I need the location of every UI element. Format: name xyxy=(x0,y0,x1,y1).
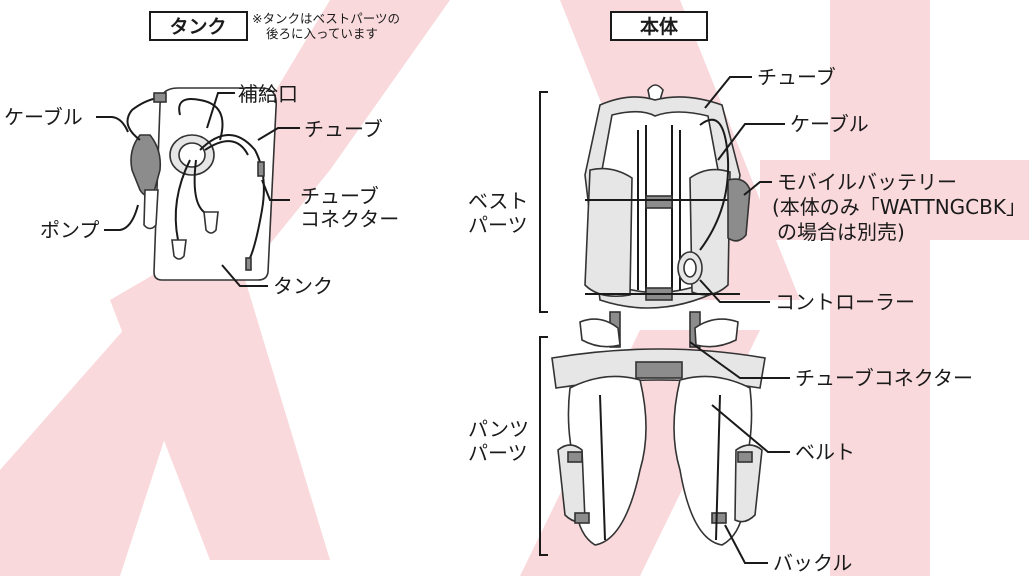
label-belt: ベルト xyxy=(795,440,855,464)
label-tank-tube: チューブ xyxy=(304,117,383,141)
label-battery-line2: (本体のみ「WATTNGCBK」 xyxy=(772,195,1026,219)
label-body-tube-connector: チューブコネクター xyxy=(795,366,973,390)
tank-note-line1: ※タンクはベストパーツの xyxy=(252,11,400,26)
body-title: 本体 xyxy=(640,15,679,38)
vest-bracket xyxy=(539,91,548,313)
label-tube-connector-line2: コネクター xyxy=(300,207,399,231)
label-tank: タンク xyxy=(273,274,333,298)
label-tank-cable: ケーブル xyxy=(4,105,83,129)
tank-note-line2: 後ろに入っています xyxy=(266,26,378,41)
pants-illustration xyxy=(551,311,766,546)
tank-illustration xyxy=(126,87,278,281)
vest-parts-line2: パーツ xyxy=(468,213,528,237)
label-controller: コントローラー xyxy=(775,290,915,314)
body-title-box: 本体 xyxy=(610,11,708,41)
tank-title-box: タンク xyxy=(149,11,248,41)
label-buckle: バックル xyxy=(773,551,852,575)
label-battery-line3: の場合は別売) xyxy=(777,220,905,244)
vest-parts-line1: ベスト xyxy=(468,189,528,213)
label-body-cable: ケーブル xyxy=(790,112,869,136)
pants-bracket xyxy=(539,336,548,556)
vest-illustration xyxy=(584,84,751,309)
label-tube-connector-line1: チューブ xyxy=(300,184,379,208)
pants-parts-line1: パンツ xyxy=(468,417,529,441)
pants-parts-line2: パーツ xyxy=(468,441,528,465)
label-refill-port: 補給口 xyxy=(238,82,298,106)
label-pump: ポンプ xyxy=(40,218,99,242)
tank-title: タンク xyxy=(169,16,226,38)
label-body-tube: チューブ xyxy=(757,65,836,89)
label-battery-line1: モバイルバッテリー xyxy=(777,170,957,194)
